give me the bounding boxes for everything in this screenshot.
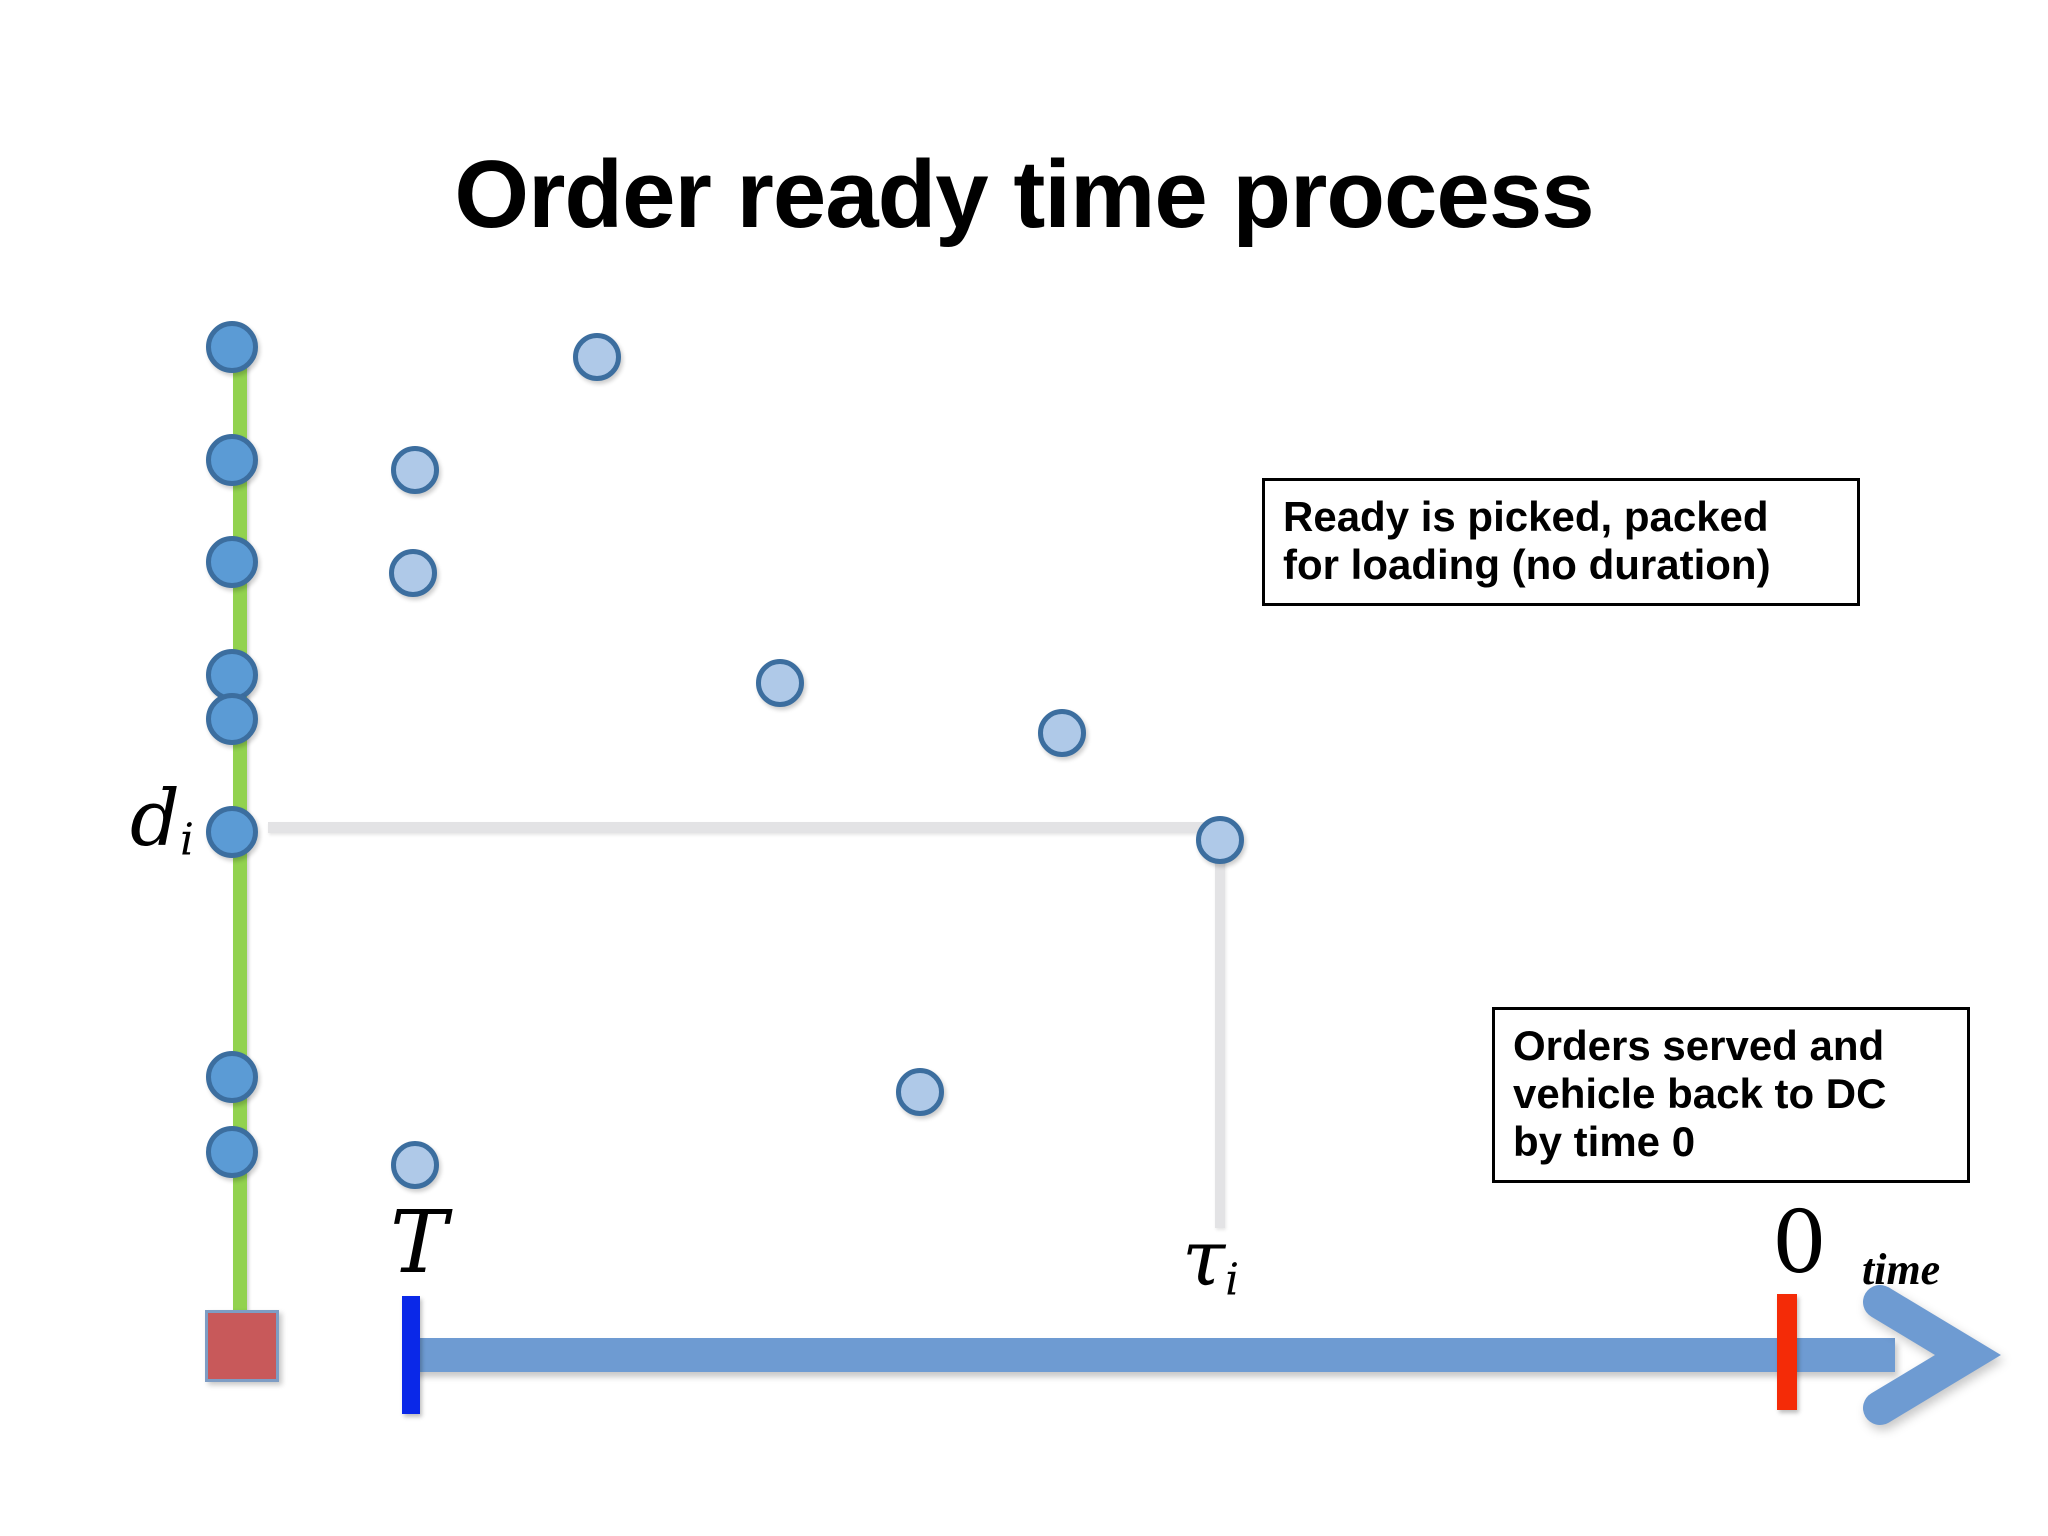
tick-mark-zero bbox=[1777, 1294, 1797, 1410]
connector-horizontal-di-taui bbox=[268, 822, 1220, 833]
due-date-dot bbox=[206, 693, 258, 745]
callout-served-line-1: Orders served and bbox=[1513, 1022, 1885, 1069]
connector-vertical-taui-axis bbox=[1215, 848, 1225, 1228]
due-date-dot bbox=[206, 536, 258, 588]
ready-time-dot bbox=[389, 549, 437, 597]
label-due-date-di: di bbox=[130, 780, 194, 862]
due-date-dot bbox=[206, 321, 258, 373]
due-date-dot bbox=[206, 434, 258, 486]
callout-ready-line-1: Ready is picked, packed bbox=[1283, 493, 1769, 540]
time-axis-shaft bbox=[405, 1338, 1895, 1372]
label-horizon-end-zero: 0 bbox=[1772, 1193, 1827, 1293]
callout-served-line-3: by time 0 bbox=[1513, 1117, 1696, 1165]
label-ready-time-taui: τi bbox=[1182, 1220, 1239, 1302]
ready-time-dot bbox=[391, 1141, 439, 1189]
due-date-dot bbox=[206, 1051, 258, 1103]
ready-time-dot bbox=[1038, 709, 1086, 757]
ready-time-dot bbox=[756, 659, 804, 707]
page-title: Order ready time process bbox=[454, 141, 1594, 248]
ready-time-dot bbox=[391, 446, 439, 494]
time-axis-arrowhead bbox=[1863, 1285, 2001, 1425]
due-date-dot-di bbox=[206, 806, 258, 858]
ready-time-dot-taui bbox=[1196, 816, 1244, 864]
label-di-base: d bbox=[130, 774, 180, 864]
label-horizon-start-T: T bbox=[390, 1193, 448, 1293]
dc-depot-square bbox=[205, 1310, 279, 1382]
callout-ready-line-2: for loading (no duration) bbox=[1283, 540, 1771, 588]
due-date-dot bbox=[206, 1126, 258, 1178]
label-tau-subscript: i bbox=[1225, 1254, 1240, 1306]
tick-mark-T bbox=[402, 1296, 420, 1414]
callout-served-deadline: Orders served and vehicle back to DC by … bbox=[1492, 1007, 1970, 1183]
callout-ready-definition: Ready is picked, packed for loading (no … bbox=[1262, 478, 1860, 606]
label-axis-time: time bbox=[1862, 1245, 1941, 1294]
ready-time-dot bbox=[573, 333, 621, 381]
label-di-subscript: i bbox=[179, 814, 194, 866]
ready-time-dot bbox=[896, 1068, 944, 1116]
callout-served-line-2: vehicle back to DC bbox=[1513, 1069, 1887, 1117]
label-tau-base: τ bbox=[1182, 1214, 1226, 1304]
